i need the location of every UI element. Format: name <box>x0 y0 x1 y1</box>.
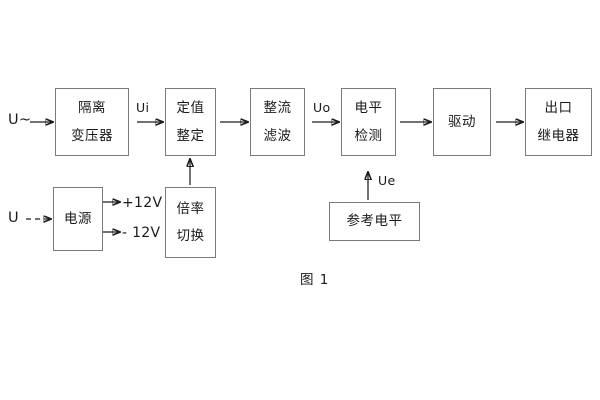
port-label-dc-input: U <box>8 210 19 226</box>
block-label-line: 滤波 <box>263 127 292 144</box>
port-label-ac-input: U~ <box>8 112 32 128</box>
block-drive: 驱动 <box>433 88 491 156</box>
block-label-line: 参考电平 <box>346 213 403 230</box>
signal-label-ui-signal: Ui <box>136 100 150 115</box>
block-label-line: 整定 <box>176 127 205 144</box>
rail-label-positive-12v-rail: +12V <box>122 195 163 211</box>
block-label-line: 整流 <box>263 100 292 117</box>
block-multiplier-switch: 倍率切换 <box>165 187 216 258</box>
block-isolation-transformer: 隔离变压器 <box>55 88 129 156</box>
figure-caption: 图 1 <box>300 272 330 288</box>
block-power-supply: 电源 <box>53 187 103 251</box>
block-label-line: 出口 <box>544 100 573 117</box>
block-level-detection: 电平检测 <box>341 88 396 156</box>
block-label-line: 变压器 <box>71 127 113 144</box>
rail-label-negative-12v-rail: - 12V <box>122 225 161 241</box>
block-label-line: 切换 <box>176 228 205 244</box>
block-output-relay: 出口继电器 <box>525 88 592 156</box>
block-label-line: 检测 <box>354 127 383 144</box>
block-label-line: 电平 <box>354 100 383 117</box>
block-label-line: 定值 <box>176 100 205 117</box>
block-label-line: 隔离 <box>78 100 106 117</box>
block-label-line: 倍率 <box>176 200 205 217</box>
signal-label-uo-signal: Uo <box>313 100 331 115</box>
block-label-line: 驱动 <box>448 113 476 130</box>
block-rectify-filter: 整流滤波 <box>250 88 305 156</box>
block-label-line: 电源 <box>64 210 92 227</box>
block-label-line: 继电器 <box>537 127 580 144</box>
signal-label-ue-signal: Ue <box>378 173 396 188</box>
block-reference-level: 参考电平 <box>329 202 420 241</box>
block-setting-value: 定值整定 <box>165 88 216 156</box>
